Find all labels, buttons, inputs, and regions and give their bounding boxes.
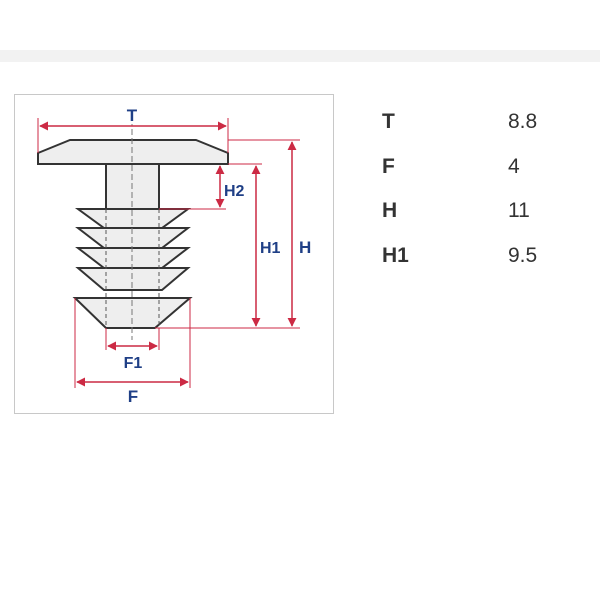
clip-technical-drawing: T H2 H1 H F1 F: [37, 104, 311, 406]
spec-row: H 11: [382, 189, 537, 234]
spec-table: T 8.8 F 4 H 11 H1 9.5: [382, 100, 537, 278]
spec-value: 4: [508, 154, 520, 178]
spec-row: H1 9.5: [382, 234, 537, 279]
extension-lines: [37, 118, 300, 388]
dim-label-f1: F1: [124, 355, 143, 372]
clip-fin: [75, 247, 191, 269]
spec-value: 8.8: [508, 110, 538, 134]
clip-diagram-panel: T H2 H1 H F1 F: [14, 94, 334, 414]
spec-value: 11: [508, 199, 530, 223]
dim-label-h1: H1: [260, 240, 281, 257]
clip-fin: [74, 208, 192, 229]
spec-key: T: [382, 110, 395, 134]
clip-body: [37, 139, 229, 329]
dim-label-h2: H2: [224, 183, 245, 200]
spec-key: H: [382, 199, 398, 223]
spec-value: 9.5: [508, 243, 538, 267]
dim-label-t: T: [127, 106, 138, 125]
dimension-lines: [39, 121, 297, 387]
spec-key: H1: [382, 243, 409, 267]
clip-fin: [75, 227, 191, 249]
dim-label-h: H: [299, 238, 311, 257]
header-band: [0, 50, 600, 62]
core-hidden-lines: [105, 209, 160, 328]
clip-head: [37, 139, 229, 165]
spec-row: F 4: [382, 145, 537, 190]
clip-fin: [75, 267, 191, 291]
spec-key: F: [382, 154, 395, 178]
dim-label-f: F: [128, 387, 138, 406]
spec-row: T 8.8: [382, 100, 537, 145]
